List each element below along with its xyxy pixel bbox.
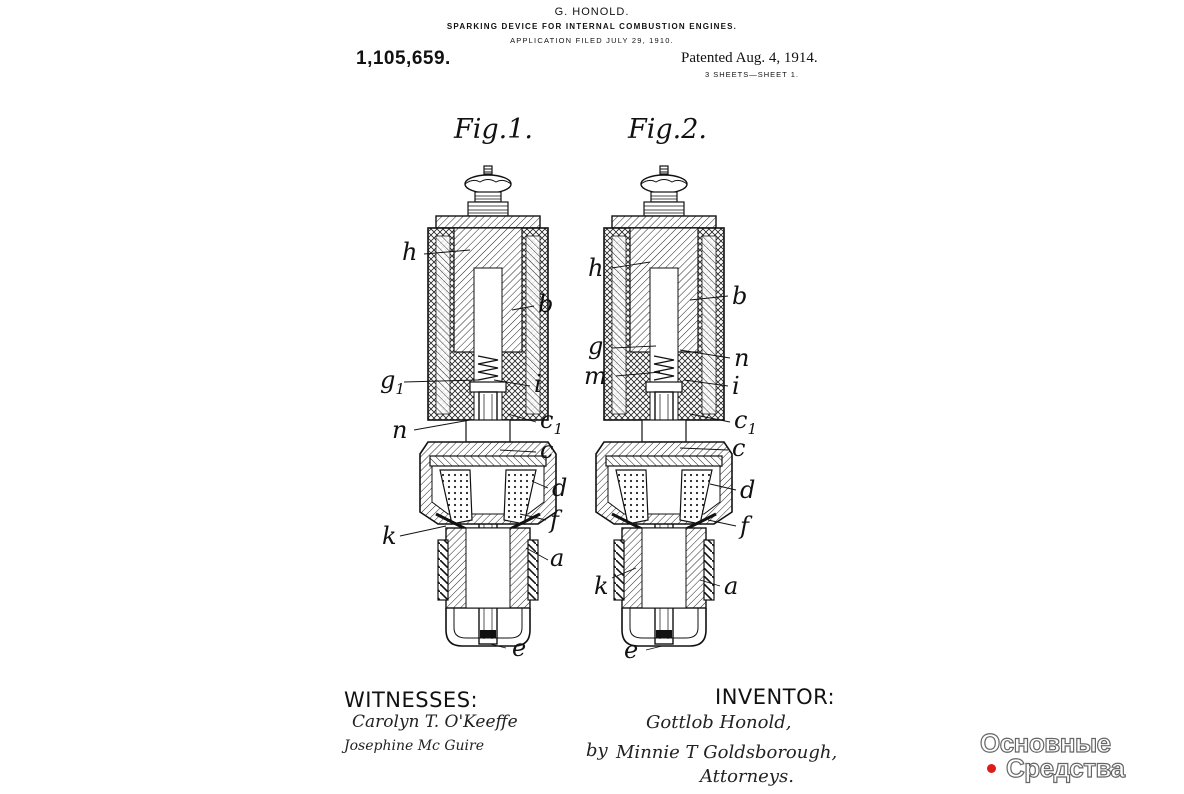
fig2-ref-h: h bbox=[588, 254, 604, 282]
witnesses-label: WITNESSES: bbox=[344, 688, 479, 712]
fig2-ref-f: f bbox=[740, 512, 749, 540]
by-text: by bbox=[586, 740, 608, 761]
fig1-ref-c1: c1 bbox=[540, 406, 563, 438]
fig2-ref-k: k bbox=[594, 572, 609, 600]
fig2-ref-d: d bbox=[740, 476, 756, 504]
inventor-label: INVENTOR: bbox=[715, 685, 836, 709]
fig1-ref-g1: g1 bbox=[380, 366, 405, 398]
fig1-ref-a: a bbox=[550, 544, 565, 572]
watermark-dot-icon bbox=[987, 764, 996, 773]
fig2-ref-m: m bbox=[584, 362, 607, 390]
fig2-ref-c1: c1 bbox=[734, 406, 757, 438]
sheet-count: 3 SHEETS—SHEET 1. bbox=[705, 70, 799, 79]
watermark-line-1: Основные bbox=[979, 728, 1111, 758]
fig1-ref-k: k bbox=[382, 522, 397, 550]
patentee-name: G. HONOLD. bbox=[554, 6, 630, 18]
fig1-ref-f: f bbox=[550, 506, 559, 534]
fig2-ref-i: i bbox=[732, 372, 740, 400]
patent-title: SPARKING DEVICE FOR INTERNAL COMBUSTION … bbox=[446, 22, 738, 31]
fig1-ref-i: i bbox=[534, 370, 542, 398]
watermark-line-2: Средства bbox=[1005, 753, 1125, 783]
fig1-drawing bbox=[418, 164, 558, 648]
fig2-drawing bbox=[594, 164, 734, 648]
fig1-ref-b: b bbox=[538, 290, 554, 318]
fig2-label: Fig.2. bbox=[628, 114, 707, 145]
patent-date: Patented Aug. 4, 1914. bbox=[681, 50, 818, 66]
fig2-ref-n: n bbox=[734, 344, 750, 372]
patent-number: 1,105,659. bbox=[356, 48, 451, 69]
fig2-ref-b: b bbox=[732, 282, 748, 310]
fig1-ref-d: d bbox=[552, 474, 568, 502]
fig1-ref-h: h bbox=[402, 238, 418, 266]
attorney-signature: Minnie T Goldsborough, bbox=[616, 742, 838, 763]
witness-signature-1: Carolyn T. O'Keeffe bbox=[352, 712, 518, 732]
fig1-ref-n: n bbox=[392, 416, 408, 444]
attorneys-label: Attorneys. bbox=[700, 766, 794, 787]
fig2-ref-g: g bbox=[588, 332, 604, 360]
fig2-ref-a: a bbox=[724, 572, 739, 600]
fig2-ref-c: c bbox=[732, 434, 746, 462]
fig1-label: Fig.1. bbox=[454, 114, 533, 145]
fig1-ref-c: c bbox=[540, 436, 554, 464]
fig1-ref-e: e bbox=[512, 634, 527, 662]
witness-signature-2: Josephine Mc Guire bbox=[344, 738, 484, 754]
application-filed: APPLICATION FILED JULY 29, 1910. bbox=[510, 36, 674, 45]
fig2-ref-e: e bbox=[624, 636, 639, 664]
inventor-signature: Gottlob Honold, bbox=[646, 712, 792, 733]
